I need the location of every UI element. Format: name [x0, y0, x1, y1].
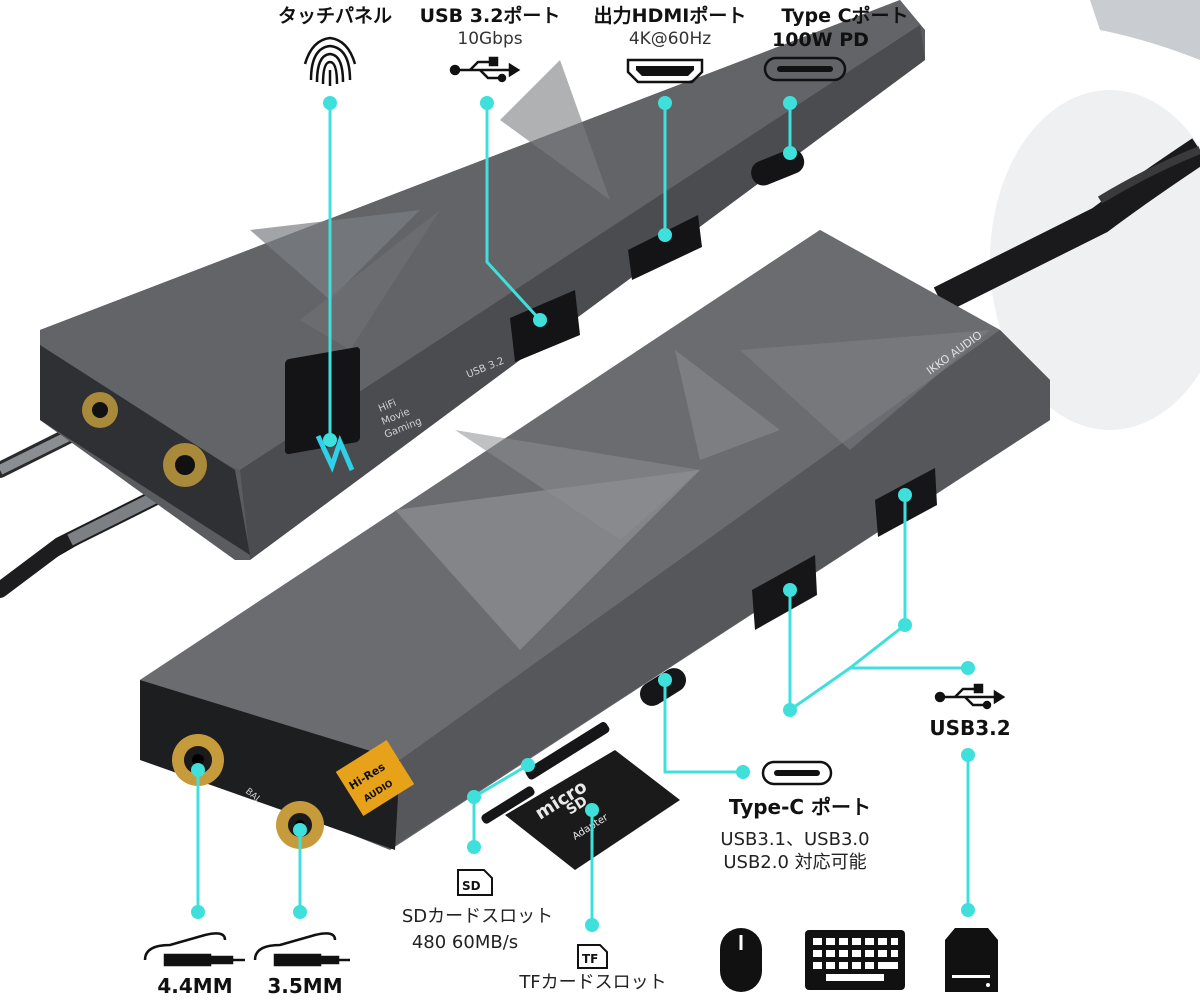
hdmi-port-icon [626, 58, 704, 84]
usb32-bottom-label: USB3.2 [929, 716, 1011, 740]
usb32-speed-label: 10Gbps [457, 29, 523, 49]
hi-res-badge [335, 740, 415, 816]
typec-spec-line-2: USB2.0 対応可能 [723, 852, 867, 873]
typec-pd-power-label: 100W PD [772, 29, 869, 51]
usb-c-port-icon [763, 56, 847, 82]
touch-panel [285, 347, 360, 455]
usb-c-data-port [639, 668, 687, 706]
jack-35-label: 3.5MM [267, 974, 343, 998]
audio-jack-44-icon [143, 932, 245, 967]
tf-slot-label: TFカードスロット [519, 972, 667, 993]
typec-port-label: Type-C ポート [728, 795, 872, 819]
sd-speed-label: 480 60MB/s [411, 932, 519, 953]
jack-44-label: 4.4MM [157, 974, 233, 998]
typec-spec-line-1: USB3.1、USB3.0 [720, 829, 870, 850]
mouse-icon [720, 928, 762, 992]
keyboard-icon [805, 930, 905, 990]
audio-jack-35-icon [253, 932, 350, 967]
touch-panel-label: タッチパネル [277, 5, 392, 27]
svg-text:TF: TF [582, 952, 598, 966]
usb-c-port-icon [761, 760, 833, 786]
hdmi-resolution-label: 4K@60Hz [628, 29, 712, 49]
leader-dots [191, 96, 975, 932]
usb32-port-label: USB 3.2ポート [419, 5, 561, 27]
tf-card-icon: TF [577, 944, 608, 969]
usb-icon [934, 683, 1006, 710]
hdmi-port-label: 出力HDMIポート [593, 5, 747, 27]
sd-slot-label: SDカードスロット [401, 906, 554, 927]
usb-a-port-top [510, 290, 580, 362]
usb-icon [449, 56, 521, 83]
fingerprint-icon [303, 36, 357, 86]
hdmi-port [628, 215, 702, 280]
top-hub-device: HiFi Movie Gaming USB 3.2 [40, 0, 925, 560]
svg-text:SD: SD [462, 879, 481, 893]
sd-card-icon: SD [457, 869, 493, 896]
hard-drive-icon [945, 928, 998, 992]
typec-pd-port-label: Type Cポート [781, 5, 909, 27]
bottom-hub-device: IKKO AUDIO BAL Hi-Res AUDIO micro SD Ada… [140, 230, 1050, 870]
